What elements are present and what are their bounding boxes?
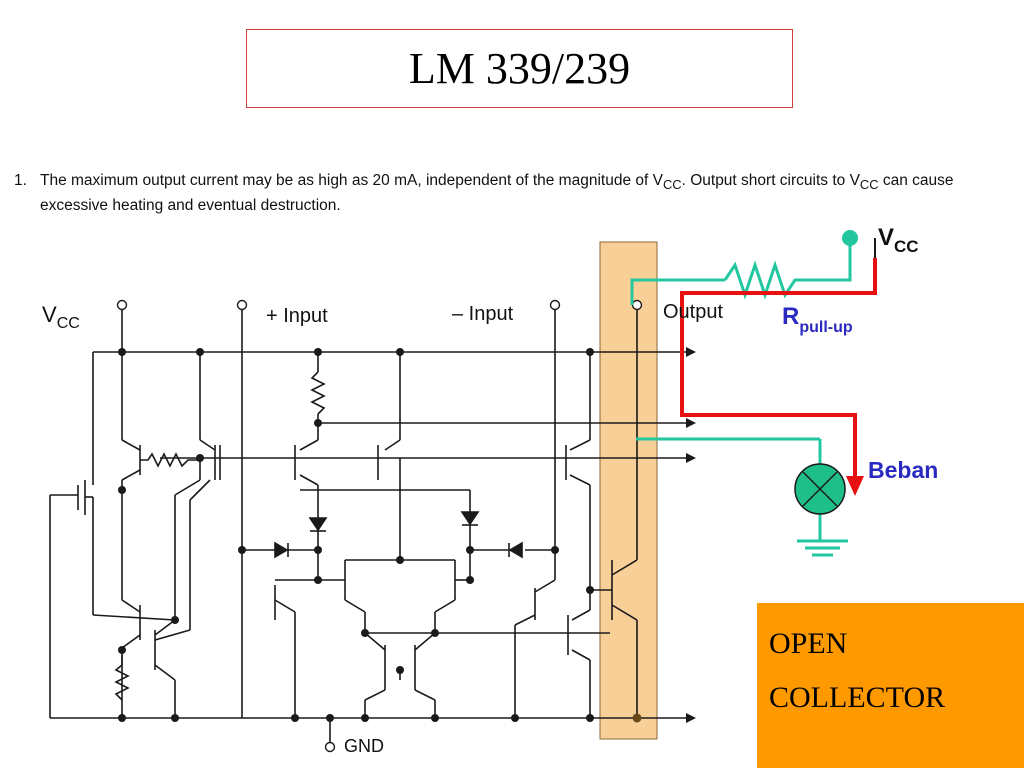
page-title: LM 339/239 — [408, 44, 631, 93]
gnd-label: GND — [344, 736, 384, 756]
pin-terminals — [116, 299, 643, 753]
vcc-main-label: VCC — [42, 302, 80, 332]
current-path — [680, 258, 877, 478]
output-label: Output — [663, 301, 723, 323]
beban-label: Beban — [868, 457, 938, 483]
minus-input-label: – Input — [452, 303, 514, 325]
footnote-text: The maximum output current may be as hig… — [40, 172, 954, 215]
open-collector-box: OPEN COLLECTOR — [757, 603, 1024, 768]
vcc-right-label: VCC — [878, 224, 919, 256]
footnote: 1. The maximum output current may be as … — [14, 170, 1024, 216]
schematic-wires — [49, 310, 690, 742]
rpullup-label: Rpull-up — [782, 303, 853, 336]
lamp-icon — [794, 463, 846, 515]
title-box: LM 339/239 — [246, 29, 793, 108]
plus-input-label: + Input — [266, 305, 328, 327]
junction-dots — [118, 348, 642, 723]
open-collector-line1: OPEN — [769, 627, 848, 660]
open-collector-line2: COLLECTOR — [769, 681, 946, 714]
output-highlight — [599, 241, 658, 740]
footnote-number: 1. — [14, 172, 27, 189]
current-arrow — [846, 476, 864, 496]
vcc-supply-node — [842, 230, 858, 246]
rail-arrows — [686, 347, 696, 723]
